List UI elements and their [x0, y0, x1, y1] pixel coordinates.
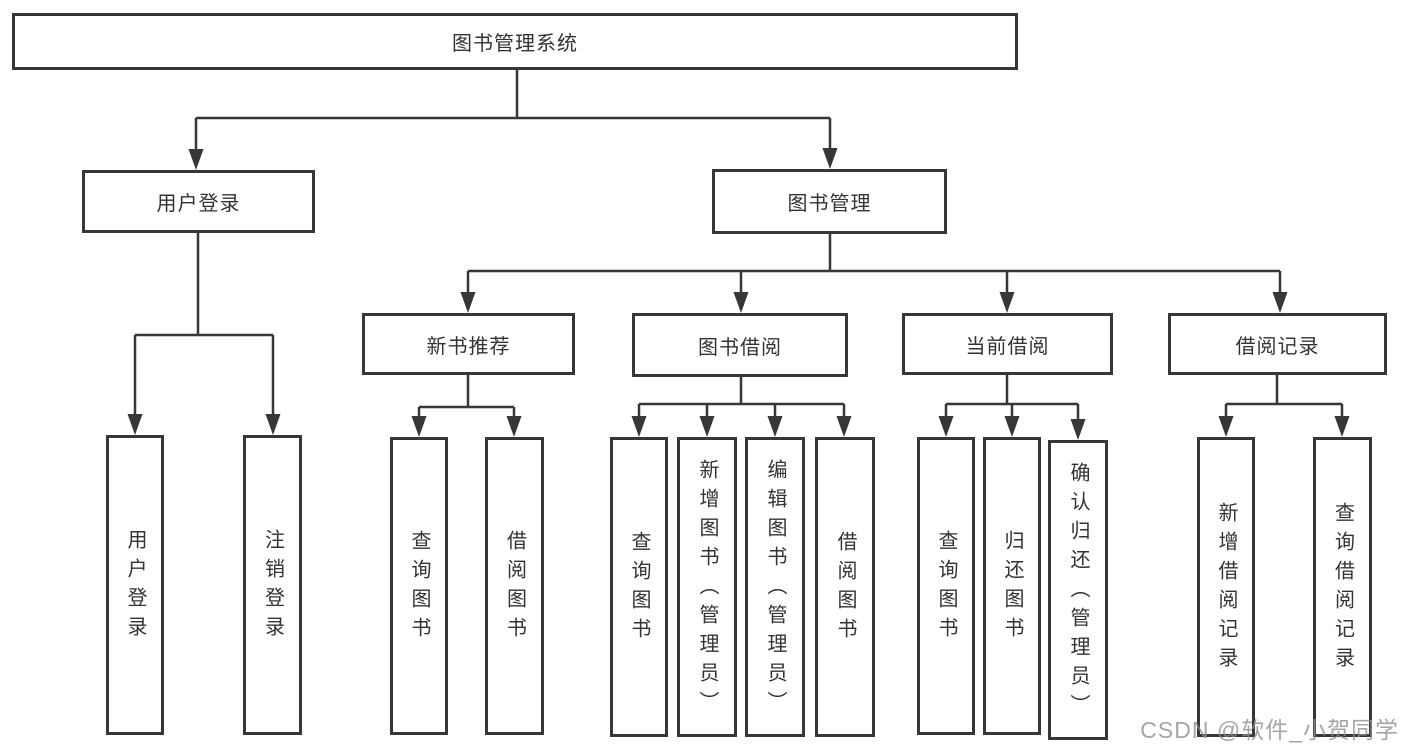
node-label: 新增借阅记录 — [1215, 502, 1237, 676]
node-label: 用户登录 — [124, 529, 146, 645]
leaf-current-query-books: 查询图书 — [917, 437, 975, 735]
node-label: 确认归还（管理员） — [1067, 461, 1089, 723]
node-new-book-recommend: 新书推荐 — [362, 313, 575, 375]
node-user-login: 用户登录 — [82, 170, 315, 233]
node-label: 注销登录 — [261, 529, 284, 645]
node-borrow-records: 借阅记录 — [1168, 313, 1387, 375]
leaf-current-return-books: 归还图书 — [983, 437, 1041, 735]
node-label: 借阅图书 — [834, 531, 856, 647]
node-system-root: 图书管理系统 — [12, 13, 1018, 70]
leaf-current-confirm-return-admin: 确认归还（管理员） — [1048, 440, 1108, 740]
arrowhead-group — [127, 148, 1350, 440]
node-label: 查询图书 — [935, 530, 957, 646]
leaf-borrow-query-books: 查询图书 — [610, 437, 668, 737]
node-label: 查询借阅记录 — [1331, 502, 1354, 676]
leaf-borrow-edit-books-admin: 编辑图书（管理员） — [745, 437, 805, 737]
leaf-logout-login: 注销登录 — [243, 435, 302, 735]
leaf-borrow-add-books-admin: 新增图书（管理员） — [677, 437, 737, 737]
node-book-borrow: 图书借阅 — [632, 313, 848, 377]
leaf-records-query-borrow-record: 查询借阅记录 — [1313, 437, 1372, 737]
leaf-user-login: 用户登录 — [106, 435, 164, 735]
node-label: 图书管理系统 — [452, 33, 578, 55]
node-label: 归还图书 — [1001, 530, 1023, 646]
node-book-management: 图书管理 — [712, 169, 947, 234]
node-label: 用户登录 — [156, 193, 241, 215]
leaf-records-add-borrow-record: 新增借阅记录 — [1197, 437, 1255, 737]
node-label: 图书借阅 — [698, 336, 782, 359]
node-label: 借阅图书 — [503, 530, 526, 646]
leaf-recommend-borrow-books: 借阅图书 — [485, 437, 544, 735]
leaf-borrow-borrow-books: 借阅图书 — [815, 437, 875, 737]
node-label: 图书管理 — [787, 193, 872, 215]
node-label: 编辑图书（管理员） — [764, 458, 786, 720]
node-label: 当前借阅 — [965, 335, 1050, 358]
leaf-recommend-query-books: 查询图书 — [390, 437, 448, 735]
node-label: 新书推荐 — [426, 335, 511, 358]
csdn-watermark: CSDN @软件_小贺同学 — [1140, 717, 1399, 743]
node-label: 查询图书 — [408, 530, 430, 646]
node-label: 新增图书（管理员） — [696, 458, 718, 720]
node-current-borrow: 当前借阅 — [902, 313, 1113, 375]
node-label: 查询图书 — [628, 531, 650, 647]
node-label: 借阅记录 — [1235, 335, 1320, 358]
